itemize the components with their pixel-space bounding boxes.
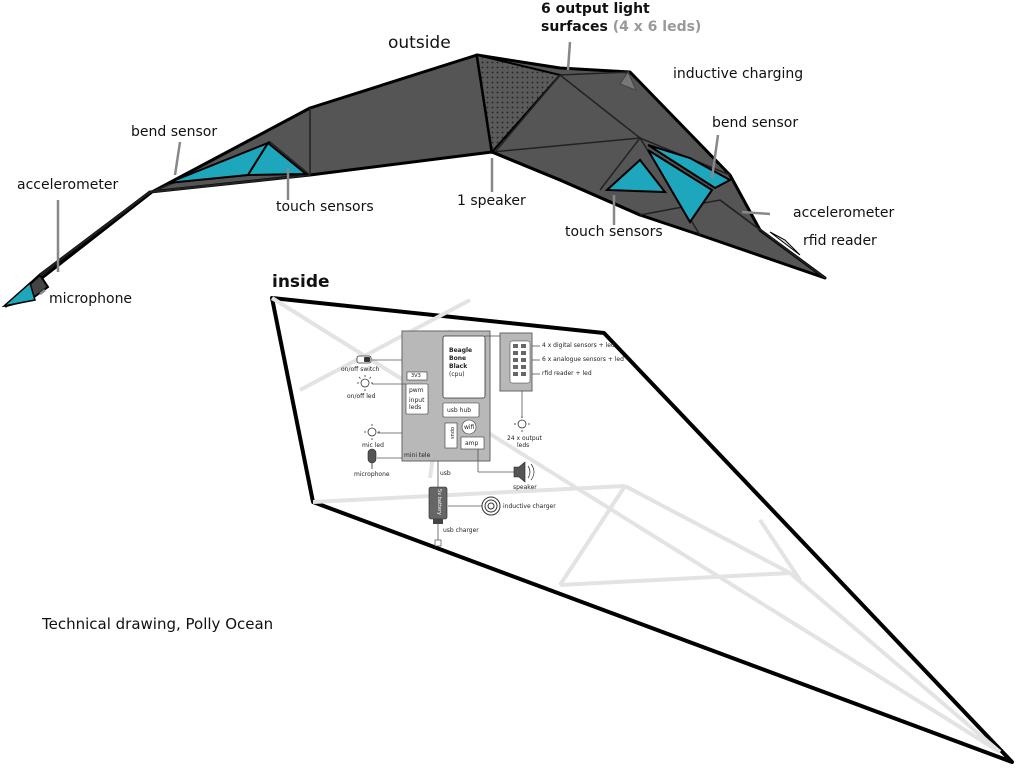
outside-kite bbox=[1, 53, 827, 308]
cpu-label-3: Black bbox=[449, 363, 468, 370]
inductive-charging-label: inductive charging bbox=[673, 66, 804, 82]
pwm-box bbox=[405, 383, 429, 415]
output-leds-label-1: 24 x output bbox=[507, 435, 542, 442]
usb-label: usb bbox=[440, 470, 451, 477]
usb-hub-box bbox=[442, 402, 480, 418]
usb-hub-label: usb hub bbox=[447, 407, 472, 414]
rfid-reader-label: rfid reader bbox=[803, 233, 877, 249]
cpu-label-2: Bone bbox=[449, 355, 467, 362]
mic-led-icon bbox=[364, 424, 380, 440]
microphone-label: microphone bbox=[49, 291, 133, 307]
usb-charger-label: usb charger bbox=[443, 527, 479, 534]
bend-sensor-right-teal bbox=[647, 144, 733, 190]
amp-box bbox=[460, 436, 485, 450]
microphone-inside-label: microphone bbox=[354, 471, 390, 478]
usb-charger-icon bbox=[434, 539, 442, 547]
light-surfaces-sub: surfaces bbox=[541, 19, 608, 35]
output-led-icon bbox=[514, 416, 530, 432]
mini-tele-label: mini tele bbox=[404, 452, 431, 459]
cpu-label-4: (cpu) bbox=[449, 371, 465, 378]
microphone-teal-panel bbox=[1, 281, 36, 308]
speaker-dotted-panel bbox=[475, 53, 562, 155]
accelerometer-left-label: accelerometer bbox=[17, 177, 119, 193]
voltage-label: 3V3 bbox=[411, 373, 421, 379]
accelerometer-right-label: accelerometer bbox=[793, 205, 895, 221]
wifi-chip bbox=[461, 419, 477, 435]
amp-label: amp bbox=[465, 440, 479, 447]
inside-kite bbox=[270, 296, 1014, 764]
on-off-led-label: on/off led bbox=[347, 393, 376, 400]
digital-sensors-label: 4 x digital sensors + led bbox=[542, 342, 615, 349]
touch-sensor-left-teal bbox=[246, 141, 309, 177]
cpu-box bbox=[442, 335, 486, 399]
on-off-switch-label: on/off switch bbox=[341, 366, 380, 373]
inductive-charging-marker bbox=[619, 70, 637, 91]
light-surfaces-detail: (4 x 6 leds) bbox=[612, 19, 702, 35]
speaker-icon bbox=[513, 461, 535, 483]
microphone-icon bbox=[367, 448, 377, 469]
mic-led-label: mic led bbox=[362, 442, 384, 449]
voltage-box bbox=[406, 371, 428, 381]
opus-box bbox=[444, 422, 458, 449]
touch-sensors-right-label: touch sensors bbox=[565, 224, 663, 240]
inductive-charger-icon bbox=[481, 496, 501, 516]
caption: Technical drawing, Polly Ocean bbox=[42, 615, 274, 633]
touch-sensor-right-teal-1 bbox=[604, 158, 668, 194]
sensor-pins bbox=[513, 344, 526, 376]
rfid-reader-inside-label: rfid reader + led bbox=[542, 370, 592, 377]
light-surfaces-sub-label: surfaces (4 x 6 leds) bbox=[541, 19, 701, 35]
input-leds-label-1: input bbox=[409, 397, 425, 404]
rfid-patch bbox=[769, 231, 801, 256]
outside-title: outside bbox=[388, 33, 451, 53]
wifi-label: wifi bbox=[464, 424, 475, 431]
input-leds-label-2: leds bbox=[409, 404, 422, 411]
bend-sensor-right-label: bend sensor bbox=[712, 115, 799, 131]
outside-leader-lines bbox=[39, 41, 771, 295]
battery-label: 5v battery bbox=[435, 489, 442, 515]
speaker-label: 1 speaker bbox=[457, 193, 526, 209]
inside-title: inside bbox=[272, 272, 330, 292]
pwm-label: pwm bbox=[409, 387, 424, 394]
on-off-led-icon bbox=[357, 375, 373, 391]
bend-sensor-left-label: bend sensor bbox=[131, 124, 218, 140]
opus-label: opus bbox=[449, 426, 456, 440]
touch-sensor-right-teal-2 bbox=[647, 149, 714, 224]
output-leds-label-2: leds bbox=[517, 442, 530, 449]
analogue-sensors-label: 6 x analogue sensors + led bbox=[542, 356, 624, 363]
touch-sensors-left-label: touch sensors bbox=[276, 199, 374, 215]
speaker-inside-label: speaker bbox=[513, 484, 537, 491]
battery-icon bbox=[428, 486, 448, 524]
inductive-charger-label: inductive charger bbox=[503, 503, 556, 510]
cpu-label-1: Beagle bbox=[449, 347, 473, 354]
light-surfaces-label: 6 output light bbox=[541, 1, 650, 17]
